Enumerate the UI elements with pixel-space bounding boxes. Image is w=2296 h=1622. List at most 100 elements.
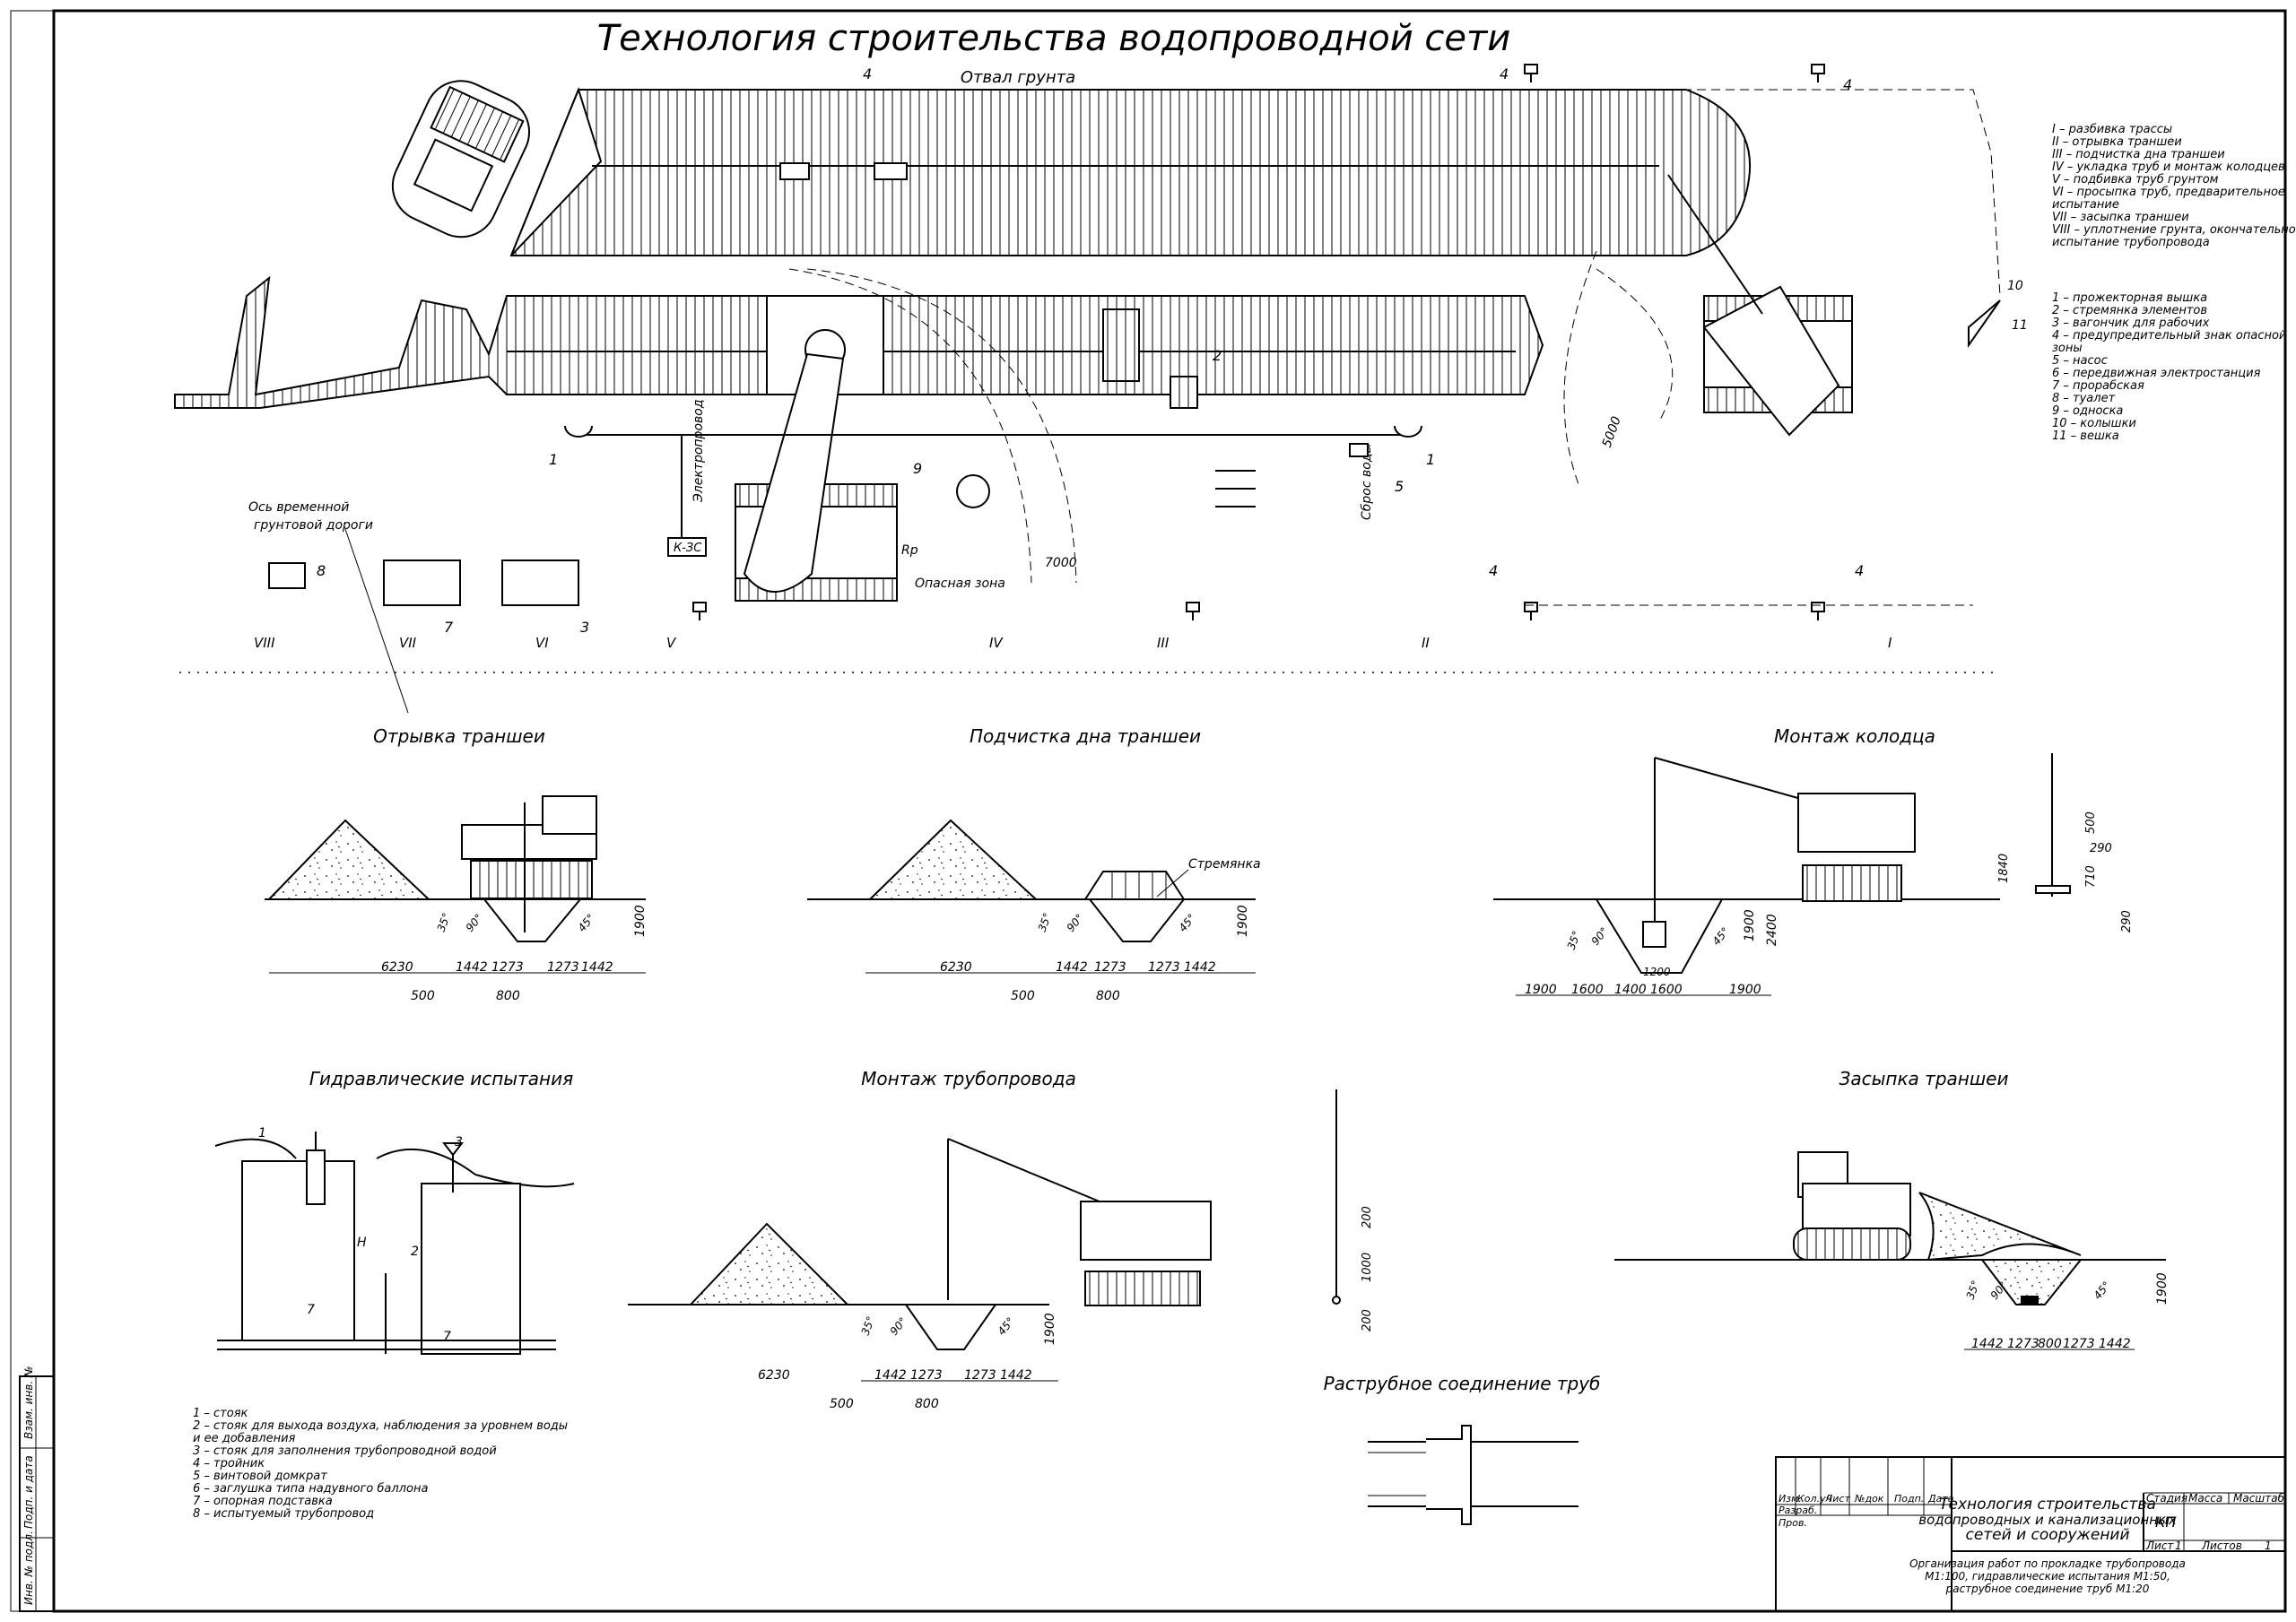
svg-text:6230: 6230 xyxy=(381,960,413,975)
crane-cab-well xyxy=(1797,793,1916,853)
svg-text:1442: 1442 xyxy=(1056,960,1088,975)
svg-text:раструбное соединение труб M1:: раструбное соединение труб M1:20 xyxy=(1945,1583,2150,1595)
svg-text:Листов: Листов xyxy=(2201,1540,2242,1552)
svg-text:1900: 1900 xyxy=(1729,983,1761,997)
svg-text:3: 3 xyxy=(455,1135,463,1149)
ladder-pos xyxy=(1102,308,1140,382)
svg-text:Взам. инв. №: Взам. инв. № xyxy=(22,1366,35,1439)
svg-text:1900: 1900 xyxy=(1525,983,1557,997)
svg-text:4 – тройник: 4 – тройник xyxy=(193,1457,265,1470)
svg-text:IV: IV xyxy=(989,635,1004,651)
svg-text:1273: 1273 xyxy=(910,1368,943,1383)
svg-text:5 – винтовой домкрат: 5 – винтовой домкрат xyxy=(193,1470,327,1483)
crane-cab-pipe xyxy=(1080,1201,1212,1261)
danger-arc xyxy=(806,268,1077,584)
worker-cabin xyxy=(501,559,579,606)
svg-text:1 – прожекторная вышка: 1 – прожекторная вышка xyxy=(2052,291,2207,305)
svg-text:III: III xyxy=(1157,635,1170,651)
svg-text:90°: 90° xyxy=(1589,925,1611,948)
svg-text:зоны: зоны xyxy=(2052,342,2083,355)
spoil-heap-end xyxy=(510,87,603,256)
spoil-label: Отвал грунта xyxy=(961,68,1075,87)
svg-text:1442: 1442 xyxy=(1184,960,1216,975)
svg-text:Масса: Масса xyxy=(2188,1492,2222,1505)
svg-text:45°: 45° xyxy=(576,912,597,934)
svg-text:1400: 1400 xyxy=(1614,983,1647,997)
rp-label: Rр xyxy=(901,543,918,558)
svg-text:4: 4 xyxy=(1489,562,1498,579)
svg-text:Дата: Дата xyxy=(1927,1493,1954,1505)
svg-text:35°: 35° xyxy=(1964,1279,1982,1301)
foreman-cabin xyxy=(383,559,461,606)
svg-text:10 – колышки: 10 – колышки xyxy=(2052,417,2136,430)
svg-text:7 – опорная подставка: 7 – опорная подставка xyxy=(193,1495,333,1508)
svg-text:1840: 1840 xyxy=(1997,854,2011,883)
svg-text:2 – стремянка элементов: 2 – стремянка элементов xyxy=(2052,304,2207,317)
svg-text:Отрывка траншеи: Отрывка траншеи xyxy=(373,725,545,747)
svg-text:800: 800 xyxy=(496,989,520,1003)
svg-text:1600: 1600 xyxy=(1571,983,1604,997)
svg-text:90°: 90° xyxy=(888,1315,909,1338)
svg-text:3 – вагончик для рабочих: 3 – вагончик для рабочих xyxy=(2052,317,2210,330)
sign-4a xyxy=(779,162,810,180)
svg-text:2: 2 xyxy=(1213,347,1222,364)
svg-text:1: 1 xyxy=(258,1126,266,1141)
stakes xyxy=(1968,299,2001,349)
svg-text:3: 3 xyxy=(580,619,589,636)
side-stamp: Инв. № подл. Подп. и дата Взам. инв. № xyxy=(19,1366,55,1612)
svg-text:VI – проcыпка труб, предварите: VI – проcыпка труб, предварительное xyxy=(2052,186,2285,199)
stages-legend: I – разбивка трассы II – отрывка траншеи… xyxy=(2052,123,2296,249)
svg-text:Разраб.: Разраб. xyxy=(1779,1505,1817,1516)
svg-text:1273: 1273 xyxy=(491,960,524,975)
svg-text:1273: 1273 xyxy=(1094,960,1126,975)
svg-text:II – отрывка траншеи: II – отрывка траншеи xyxy=(2052,135,2182,149)
section-cleaning: Подчистка дна траншеи Стремянка 6230 144… xyxy=(807,725,1261,1003)
svg-text:1: 1 xyxy=(2175,1540,2182,1552)
svg-text:7: 7 xyxy=(443,1330,451,1344)
svg-text:Подчистка дна траншеи: Подчистка дна траншеи xyxy=(970,725,1201,747)
svg-text:Лист: Лист xyxy=(1824,1493,1850,1505)
svg-text:Пров.: Пров. xyxy=(1779,1517,1807,1529)
section-socket: Раструбное соединение труб xyxy=(1324,1373,1601,1525)
svg-text:Масштаб: Масштаб xyxy=(2233,1492,2285,1505)
pump xyxy=(1349,443,1369,457)
svg-text:Засыпка траншеи: Засыпка траншеи xyxy=(1839,1068,2009,1089)
svg-text:4: 4 xyxy=(1500,65,1509,82)
crane-cab xyxy=(1702,285,1840,437)
crane-boom xyxy=(1667,174,1763,315)
title-block: Изм. Кол.уч Лист №док Подп. Дата Разраб.… xyxy=(1775,1456,2286,1612)
svg-text:35°: 35° xyxy=(859,1314,877,1337)
section-well: Монтаж колодца 1900 1600 1400 1600 1900 … xyxy=(1493,725,2134,997)
svg-text:35°: 35° xyxy=(1036,911,1054,933)
svg-text:1273: 1273 xyxy=(547,960,579,975)
svg-text:1273: 1273 xyxy=(964,1368,996,1383)
svg-text:Кол.уч: Кол.уч xyxy=(1797,1493,1832,1505)
svg-text:1273: 1273 xyxy=(2063,1337,2095,1351)
toilet xyxy=(268,562,306,589)
spoil-heap xyxy=(509,89,1752,256)
svg-text:9 – односка: 9 – односка xyxy=(2052,404,2123,418)
test-well-1 xyxy=(241,1160,355,1341)
excavator-boom xyxy=(743,352,845,593)
svg-text:500: 500 xyxy=(411,989,435,1003)
svg-text:VII – засыпка траншеи: VII – засыпка траншеи xyxy=(2052,211,2189,224)
svg-text:Раструбное соединение труб: Раструбное соединение труб xyxy=(1324,1373,1601,1394)
svg-text:VII: VII xyxy=(399,635,417,651)
svg-text:1900: 1900 xyxy=(1743,909,1757,941)
svg-text:7: 7 xyxy=(307,1303,315,1317)
svg-text:5 – насос: 5 – насос xyxy=(2052,354,2108,368)
inner-frame xyxy=(52,9,2287,1613)
section-hydro: Гидравлические испытания 1 3 2 H 7 7 1 1… xyxy=(193,1068,575,1521)
svg-text:1: 1 xyxy=(2265,1540,2272,1552)
generator-ke xyxy=(667,537,707,557)
items-legend: 1 – прожекторная вышка 2 – стремянка эле… xyxy=(2052,291,2286,443)
svg-text:2400: 2400 xyxy=(1765,914,1779,946)
svg-text:Стадия: Стадия xyxy=(2146,1492,2187,1505)
svg-text:M1:100, гидравлические испыта: M1:100, гидравлические испытания M1:50, xyxy=(1925,1570,2170,1583)
svg-text:Технология строительства: Технология строительства xyxy=(1939,1496,2156,1514)
svg-text:Лист: Лист xyxy=(2145,1540,2174,1552)
svg-text:1900: 1900 xyxy=(1236,905,1250,937)
section-excavation: Отрывка траншеи 6230 1442 1273 1273 1442… xyxy=(265,725,648,1003)
svg-text:Подп. и дата: Подп. и дата xyxy=(22,1455,35,1529)
svg-text:VIII – уплотнение грунта, окон: VIII – уплотнение грунта, окончательное xyxy=(2052,223,2296,237)
